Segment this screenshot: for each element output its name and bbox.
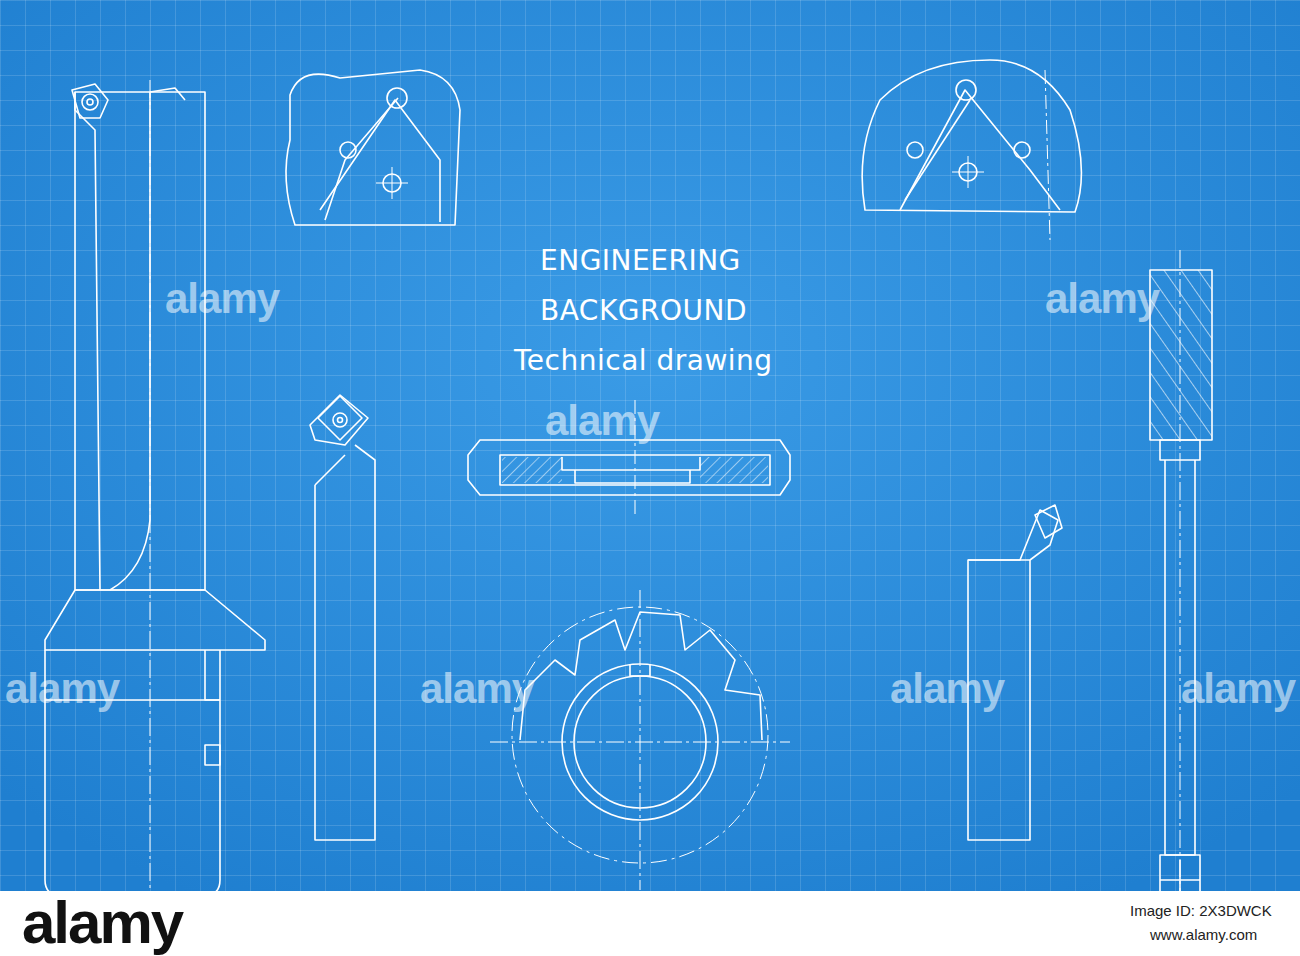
- heading-line: BACKGROUND: [540, 297, 747, 325]
- watermark: alamy: [5, 668, 119, 710]
- site-url: www.alamy.com: [1150, 927, 1257, 942]
- watermark: alamy: [1045, 278, 1159, 320]
- watermark: alamy: [1181, 668, 1295, 710]
- image-id: Image ID: 2X3DWCK: [1130, 903, 1272, 918]
- watermark: alamy: [165, 278, 279, 320]
- heading-line: Technical drawing: [514, 347, 773, 375]
- heading-line: ENGINEERING: [540, 247, 741, 275]
- watermark: alamy: [420, 668, 534, 710]
- watermark: alamy: [545, 400, 659, 442]
- watermark: alamy: [890, 668, 1004, 710]
- stock-logo: alamy: [22, 893, 182, 953]
